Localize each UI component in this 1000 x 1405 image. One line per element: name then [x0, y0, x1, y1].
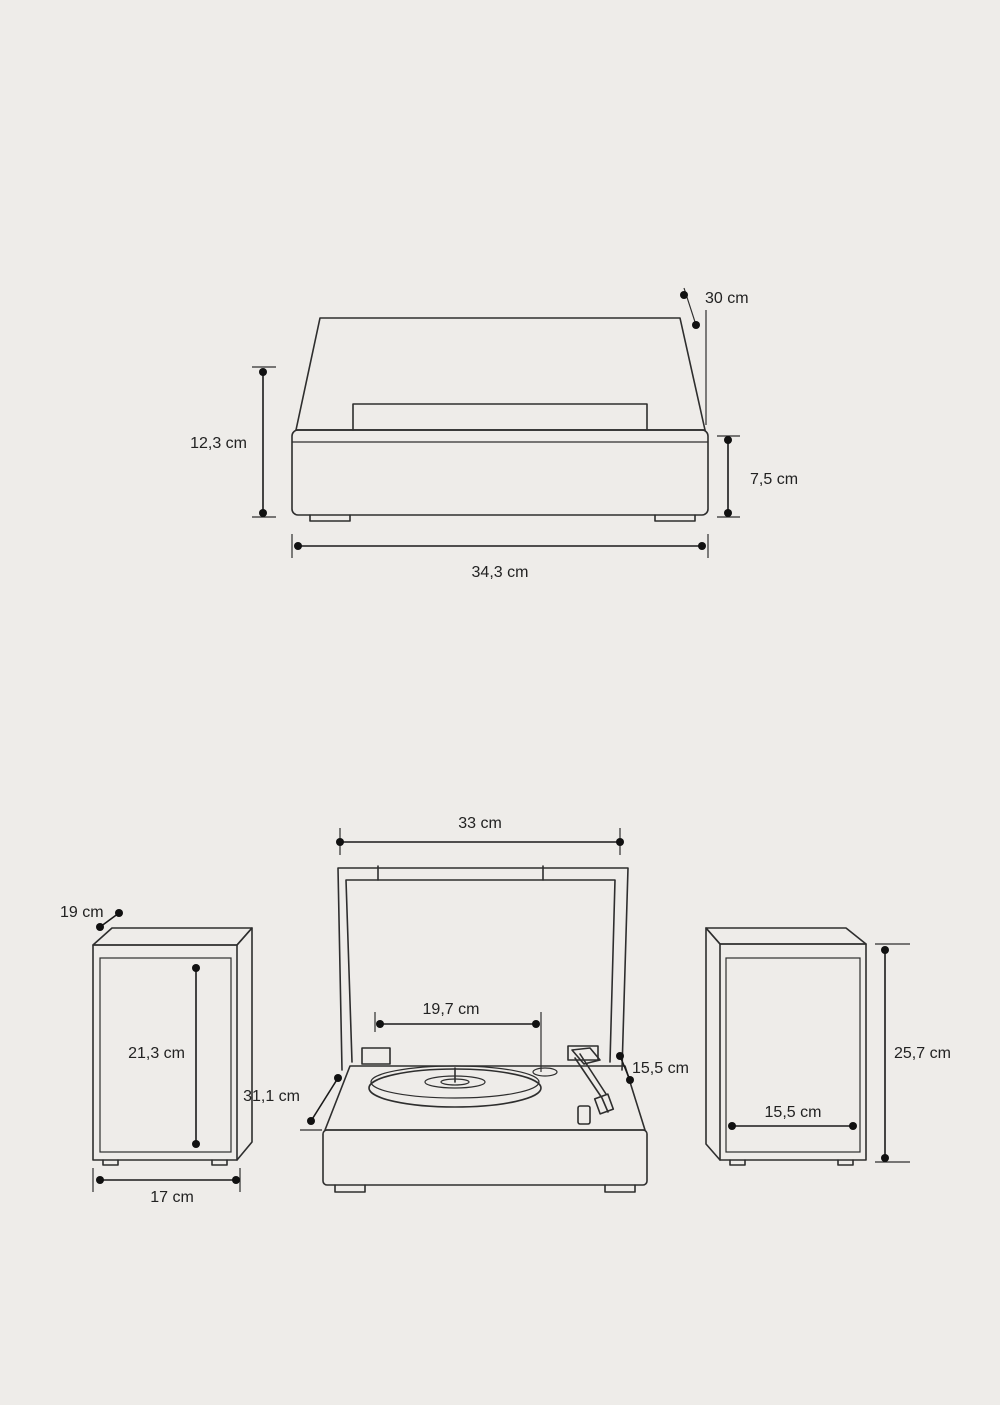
label-left-speaker-width: 17 cm — [150, 1189, 194, 1206]
label-height-total: 12,3 cm — [190, 435, 247, 452]
turntable-open — [322, 865, 648, 1193]
dim-height-total — [252, 366, 276, 518]
dim-arm — [616, 1052, 634, 1084]
label-width: 34,3 cm — [472, 564, 529, 581]
label-lid-width: 33 cm — [458, 815, 502, 832]
label-base-height: 7,5 cm — [750, 471, 798, 488]
dim-left-speaker-depth — [96, 909, 123, 931]
dim-width — [291, 534, 709, 558]
dim-right-speaker-width — [728, 1122, 857, 1130]
dim-turntable-depth — [300, 1074, 342, 1131]
label-turntable-depth: 31,1 cm — [243, 1088, 300, 1105]
turntable-closed-front — [291, 317, 709, 522]
dim-right-speaker-height — [875, 943, 910, 1163]
label-right-speaker-height: 25,7 cm — [894, 1045, 951, 1062]
label-right-speaker-width: 15,5 cm — [765, 1104, 822, 1121]
left-speaker — [92, 927, 253, 1166]
dim-depth — [680, 287, 707, 425]
label-arm: 15,5 cm — [632, 1060, 689, 1077]
dim-platter — [374, 1012, 542, 1072]
label-depth: 30 cm — [705, 290, 749, 307]
right-speaker — [705, 927, 867, 1166]
dim-lid-width — [336, 828, 624, 855]
label-left-speaker-height: 21,3 cm — [128, 1045, 185, 1062]
dim-left-speaker-height — [192, 964, 200, 1148]
label-platter: 19,7 cm — [423, 1001, 480, 1018]
dim-left-speaker-width — [92, 1168, 241, 1192]
label-left-speaker-depth: 19 cm — [60, 904, 104, 921]
dim-base-height — [717, 435, 740, 518]
